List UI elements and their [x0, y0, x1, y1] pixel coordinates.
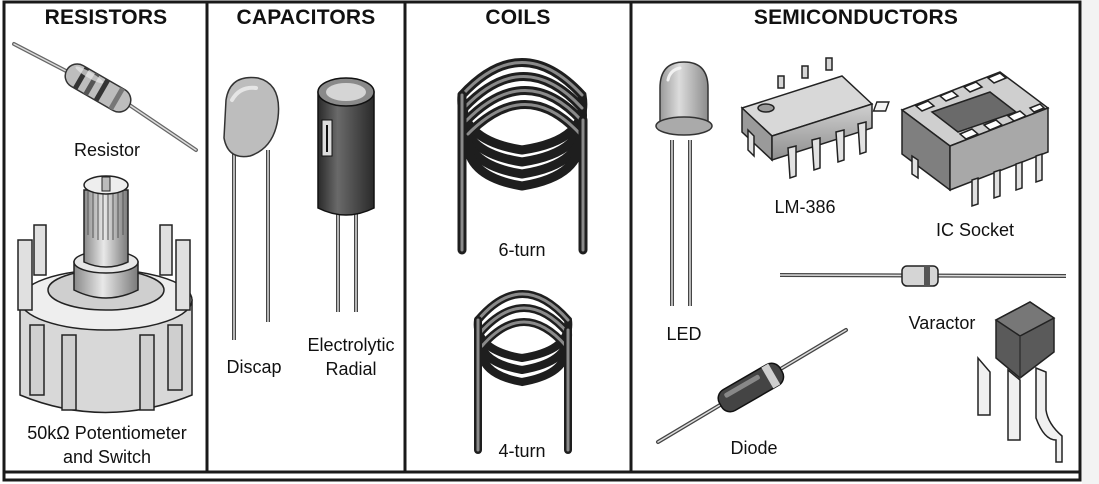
electrolytic-label-line1: Electrolytic	[307, 335, 395, 355]
coils-title: COILS	[485, 6, 551, 29]
coil-6turn-illustration	[457, 58, 588, 255]
varactor-label: Varactor	[908, 313, 976, 333]
electrolytic-illustration	[317, 77, 375, 312]
potentiometer-label-line2: and Switch	[62, 447, 152, 467]
discap-illustration	[223, 76, 280, 340]
diode-illustration	[656, 328, 848, 444]
led-label: LED	[666, 324, 702, 344]
ic-socket-illustration	[872, 71, 1050, 208]
lm386-label: LM-386	[774, 197, 836, 217]
four-turn-label: 4-turn	[498, 441, 546, 461]
discap-label: Discap	[226, 357, 282, 377]
varactor-illustration	[779, 265, 1067, 287]
potentiometer-label-line1: 50kΩ Potentiometer	[27, 423, 187, 443]
electrolytic-label-line2: Radial	[325, 359, 377, 379]
resistors-title: RESISTORS	[44, 6, 168, 29]
frame	[2, 0, 1082, 482]
capacitors-title: CAPACITORS	[236, 6, 376, 29]
ic-socket-label: IC Socket	[935, 220, 1015, 240]
right-edge-strip	[1082, 0, 1099, 484]
semiconductors-title: SEMICONDUCTORS	[753, 6, 959, 29]
led-illustration	[655, 61, 713, 306]
resistor-illustration	[12, 42, 198, 152]
potentiometer-illustration	[17, 175, 193, 414]
transistor-illustration	[977, 301, 1063, 463]
diode-label: Diode	[730, 438, 778, 458]
resistor-label: Resistor	[73, 140, 140, 160]
coil-4turn-illustration	[473, 290, 573, 454]
lm386-illustration	[740, 57, 874, 180]
six-turn-label: 6-turn	[498, 240, 546, 260]
